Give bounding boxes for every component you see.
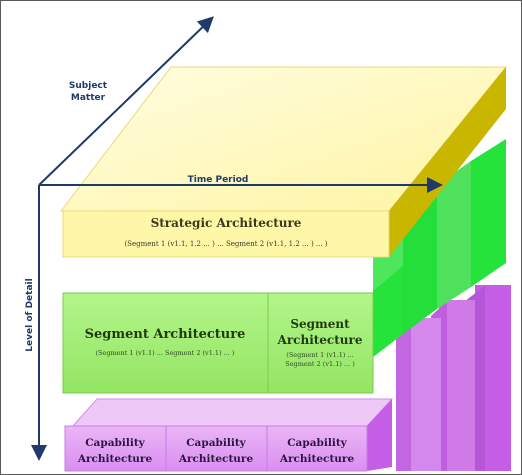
capability-1-line1: Capability	[85, 437, 145, 449]
capability-architecture-2: Capability Architecture	[178, 437, 254, 465]
segment-right-title-line2: Architecture	[277, 333, 363, 347]
segment-right-title-line1: Segment	[290, 317, 350, 331]
capability-3-line2: Architecture	[279, 453, 355, 465]
segment-architecture-block: Segment Architecture (Segment 1 (v1.1) .…	[62, 266, 403, 394]
capability-2-line1: Capability	[186, 437, 246, 449]
capability-3-line1: Capability	[287, 437, 347, 449]
capability-2-line2: Architecture	[178, 453, 254, 465]
segment-main-title: Segment Architecture	[85, 327, 246, 342]
strategic-architecture-block: Strategic Architecture (Segment 1 (v1.1,…	[59, 66, 508, 258]
strategic-title: Strategic Architecture	[151, 216, 302, 230]
capability-architecture-1: Capability Architecture	[77, 437, 153, 465]
strategic-subtitle: (Segment 1 (v1.1, 1.2 ... ) ... Segment …	[124, 240, 327, 248]
level-of-detail-label: Level of Detail	[25, 278, 35, 351]
axes: Subject Matter Time Period Level of Deta…	[25, 16, 443, 461]
segment-main-subtitle: (Segment 1 (v1.1) ... Segment 2 (v1.1) .…	[96, 349, 235, 357]
time-period-label: Time Period	[188, 175, 249, 185]
subject-matter-axis	[38, 16, 214, 186]
capability-back-layer	[396, 285, 511, 471]
capability-architecture-3: Capability Architecture	[279, 437, 355, 465]
capability-architecture-row: Capability Architecture Capability Archi…	[64, 398, 394, 472]
segment-right-subtitle-line2: Segment 2 (v1.1) ... )	[285, 360, 355, 368]
segment-right-subtitle-line1: (Segment 1 (v1.1) ...	[286, 351, 353, 359]
capability-1-line2: Architecture	[77, 453, 153, 465]
subject-matter-label-line1: Subject	[69, 81, 108, 91]
subject-matter-label-line2: Matter	[71, 93, 106, 103]
